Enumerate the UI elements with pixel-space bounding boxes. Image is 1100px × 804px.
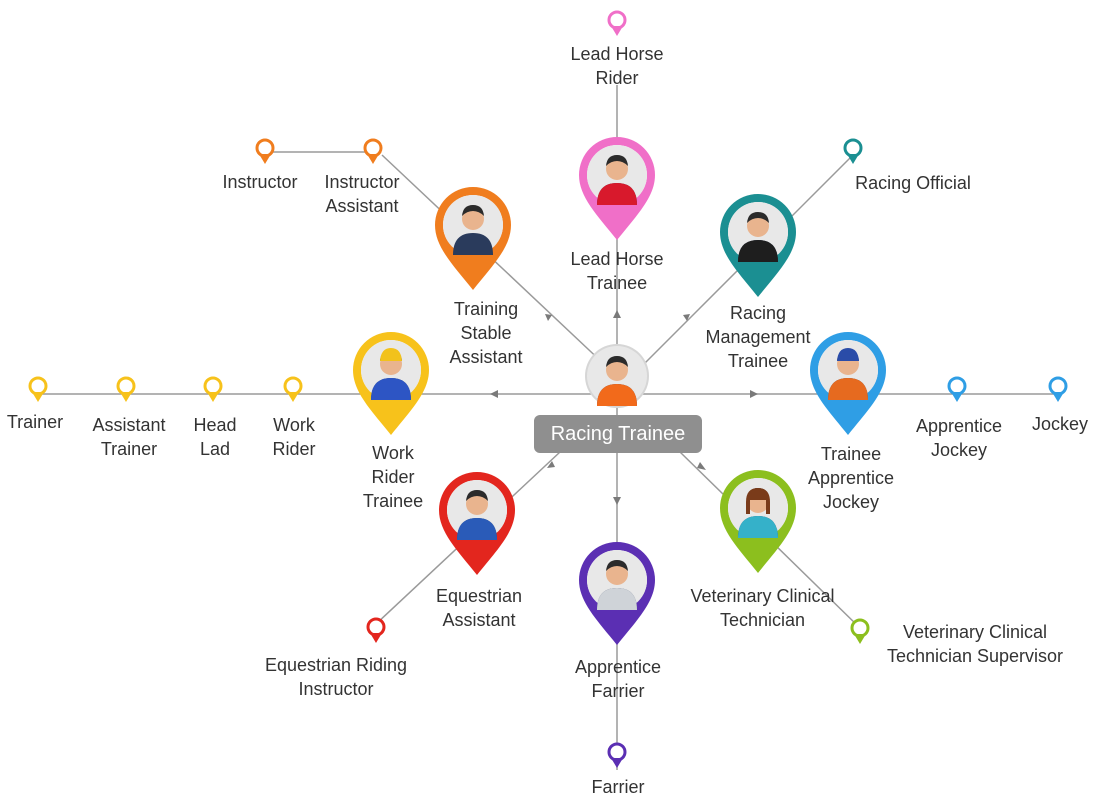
small-pin-racing-official bbox=[843, 138, 863, 164]
small-pin-head-lad bbox=[203, 376, 223, 402]
pin-veterinary-clinical-technician bbox=[720, 470, 796, 573]
small-pin-work-rider bbox=[283, 376, 303, 402]
pin-work-rider-trainee bbox=[353, 332, 429, 435]
center-label-racing-trainee: Racing Trainee bbox=[534, 415, 702, 453]
label-jockey: Jockey bbox=[1031, 414, 1089, 434]
small-pin-assistant-trainer bbox=[116, 376, 136, 402]
label-assistant-trainer: Assistant Trainer bbox=[92, 415, 166, 459]
center-racing-trainee-avatar bbox=[585, 344, 649, 408]
label-trainer: Trainer bbox=[6, 412, 64, 432]
label-training-stable-assistant: Training Stable Assistant bbox=[449, 299, 523, 367]
label-lead-horse-rider: Lead Horse Rider bbox=[570, 44, 664, 88]
label-veterinary-clinical-technician-supervisor: Veterinary Clinical Technician Superviso… bbox=[886, 622, 1064, 666]
small-pin-veterinary-supervisor bbox=[850, 618, 870, 644]
small-pin-instructor-assistant bbox=[363, 138, 383, 164]
label-lead-horse-trainee: Lead Horse Trainee bbox=[570, 249, 664, 293]
label-work-rider-trainee: Work Rider Trainee bbox=[362, 443, 424, 511]
label-instructor: Instructor bbox=[222, 172, 298, 192]
label-trainee-apprentice-jockey: Trainee Apprentice Jockey bbox=[807, 444, 895, 512]
small-pin-equestrian-riding-instructor bbox=[366, 617, 386, 643]
label-equestrian-assistant: Equestrian Assistant bbox=[435, 586, 523, 630]
small-pin-apprentice-jockey bbox=[947, 376, 967, 402]
label-equestrian-riding-instructor: Equestrian Riding Instructor bbox=[264, 655, 408, 699]
pin-training-stable-assistant bbox=[435, 187, 511, 290]
small-pin-farrier bbox=[607, 742, 627, 768]
pin-lead-horse-trainee bbox=[579, 137, 655, 240]
label-apprentice-jockey: Apprentice Jockey bbox=[915, 416, 1003, 460]
label-work-rider: Work Rider bbox=[272, 415, 316, 459]
label-farrier: Farrier bbox=[591, 777, 645, 797]
label-veterinary-clinical-technician: Veterinary Clinical Technician bbox=[690, 586, 835, 630]
label-instructor-assistant: Instructor Assistant bbox=[324, 172, 400, 216]
pin-racing-management-trainee bbox=[720, 194, 796, 297]
pin-apprentice-farrier bbox=[579, 542, 655, 645]
direction-arrows bbox=[490, 310, 758, 505]
label-racing-management-trainee: Racing Management Trainee bbox=[705, 303, 811, 371]
label-head-lad: Head Lad bbox=[193, 415, 237, 459]
small-pin-lead-horse-rider bbox=[607, 10, 627, 36]
pin-equestrian-assistant bbox=[439, 472, 515, 575]
small-pin-jockey bbox=[1048, 376, 1068, 402]
small-pin-trainer bbox=[28, 376, 48, 402]
label-apprentice-farrier: Apprentice Farrier bbox=[574, 657, 662, 701]
label-racing-official: Racing Official bbox=[855, 173, 971, 193]
small-pin-instructor bbox=[255, 138, 275, 164]
pin-trainee-apprentice-jockey bbox=[810, 332, 886, 435]
